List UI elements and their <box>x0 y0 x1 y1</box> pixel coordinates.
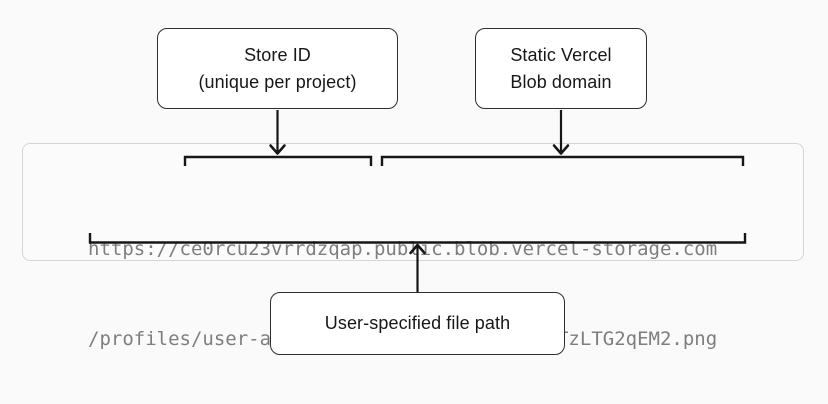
store-id-callout-line1: Store ID <box>244 44 311 65</box>
store-id-callout: Store ID (unique per project) <box>157 28 398 109</box>
blob-url-line1: https://ce0rcu23vrrdzqap.public.blob.ver… <box>88 238 718 260</box>
blob-url-text: https://ce0rcu23vrrdzqap.public.blob.ver… <box>88 174 717 404</box>
blob-domain-callout-line1: Static Vercel <box>510 44 612 65</box>
file-path-callout: User-specified file path <box>270 292 565 355</box>
file-path-callout-line1: User-specified file path <box>324 313 511 333</box>
blob-domain-callout: Static Vercel Blob domain <box>475 28 647 109</box>
blob-domain-callout-line2: Blob domain <box>510 71 612 92</box>
store-id-callout-line2: (unique per project) <box>198 71 357 92</box>
